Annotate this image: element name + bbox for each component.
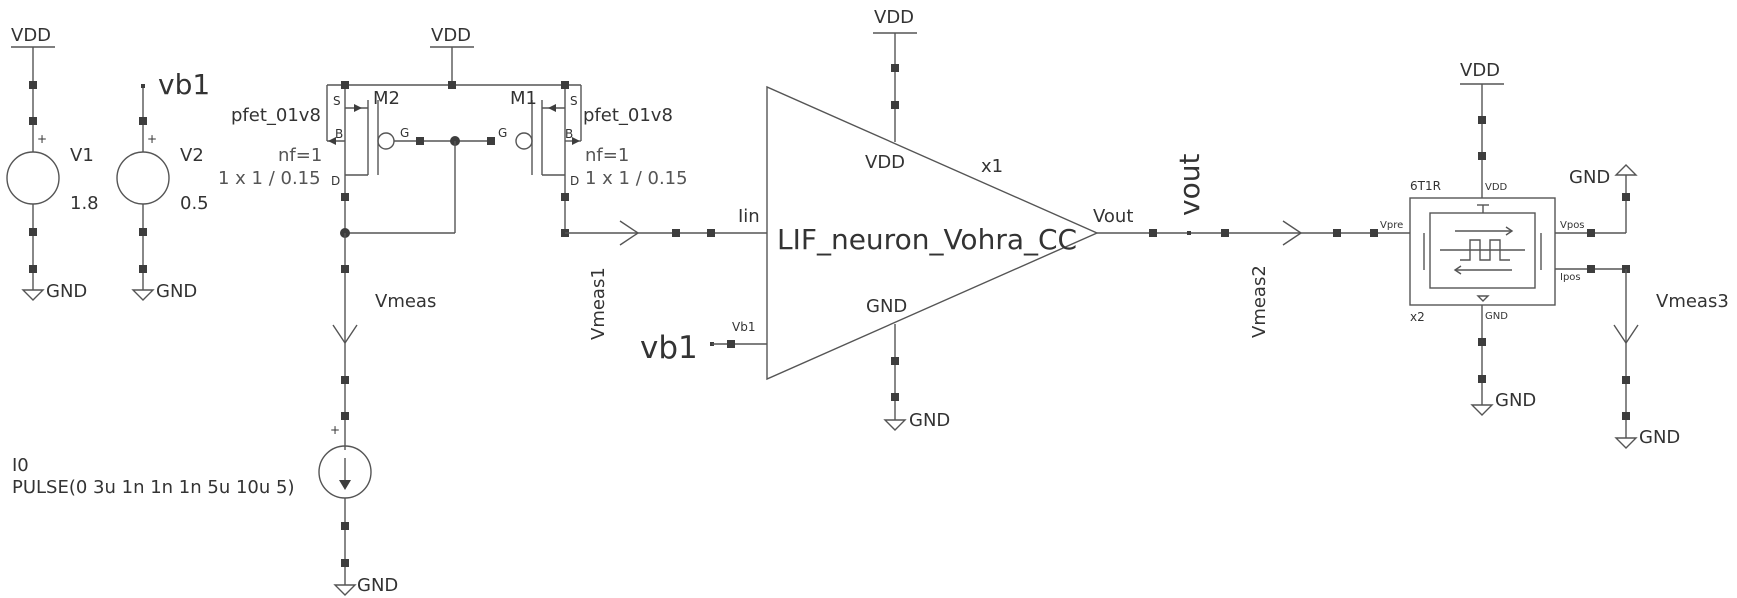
memristor-cell-icon [1423,204,1542,302]
transistor-m2[interactable]: S B G D M2 pfet_01v8 nf=1 1 x 1 / 0.15 [218,81,491,197]
current-source-i0[interactable]: + I0 PULSE(0 3u 1n 1n 1n 5u 10u 5) [12,423,372,585]
vmeas1-label: Vmeas1 [588,267,609,340]
vdd-symbol: VDD [873,7,917,34]
m1-size: 1 x 1 / 0.15 [585,168,688,189]
x1-pin-vout: Vout [1093,206,1133,227]
vmeas3-label: Vmeas3 [1656,291,1729,312]
subcircuit-x1[interactable]: LIF_neuron_Vohra_CC x1 VDD GND Iin Vb1 V… [732,33,1133,420]
x2-pin-vpos: Vpos [1560,220,1585,231]
pin-d: D [331,174,340,188]
gnd-symbol: GND [1569,164,1638,188]
gnd-label: GND [156,281,197,302]
vdd-label: VDD [874,7,914,28]
gnd-symbol: GND [333,575,398,596]
vmeas2-label: Vmeas2 [1249,265,1270,338]
transistor-m1[interactable]: S B G D M1 pfet_01v8 nf=1 1 x 1 / 0.15 [487,81,688,197]
vmeas-label: Vmeas [375,291,436,312]
x2-pin-vdd: VDD [1485,182,1508,193]
v1-value: 1.8 [70,193,99,214]
plus-sign: + [37,132,47,146]
vb1-label: vb1 [158,68,210,101]
pin-s: S [333,94,341,108]
gnd-label: GND [909,410,950,431]
m2-label: M2 [373,88,400,109]
x2-instance-name: x2 [1410,310,1425,324]
gnd-symbol: GND [131,281,197,302]
x1-pin-iin: Iin [738,206,760,227]
x1-cell-name: LIF_neuron_Vohra_CC [777,223,1077,256]
ammeter-vmeas1[interactable]: Vmeas1 [561,193,767,340]
gnd-label: GND [357,575,398,596]
net-label-vb1: vb1 [158,68,210,101]
x1-pin-vb1: Vb1 [732,320,755,334]
gnd-label: GND [1495,390,1536,411]
vdd-symbol: VDD [430,25,474,85]
ammeter-vmeas2[interactable]: Vmeas2 [1097,220,1410,338]
v2-label: V2 [180,145,204,166]
gnd-symbol: GND [883,410,950,431]
i0-label: I0 [12,455,29,476]
ammeter-vmeas3[interactable]: Vmeas3 [1613,269,1729,438]
x2-cell-name: 6T1R [1410,179,1441,193]
x1-pin-vdd: VDD [865,152,905,173]
v1-label: V1 [70,145,94,166]
pin-b: B [335,127,343,141]
pin-g: G [498,126,507,140]
net-label-vb1-input: vb1 [640,330,767,366]
subcircuit-x2[interactable]: 6T1R x2 VDD GND Vpre Vpos Ipos [1380,84,1630,405]
vdd-label: VDD [11,25,51,46]
gnd-label: GND [1639,427,1680,448]
pin-b: B [565,127,573,141]
vout-label: vout [1173,154,1206,216]
x2-pin-gnd: GND [1485,311,1508,322]
m1-model: pfet_01v8 [583,105,673,126]
m2-model: pfet_01v8 [231,105,321,126]
vdd-label: VDD [1460,60,1500,81]
voltage-source-v2[interactable]: + V2 0.5 [116,84,209,290]
gnd-label: GND [1569,167,1610,188]
vb1-label: vb1 [640,330,698,366]
gnd-symbol: GND [21,281,87,302]
top-rail [327,81,581,89]
v2-value: 0.5 [180,193,209,214]
net-label-vout: vout [1173,154,1206,216]
gnd-symbol: GND [1614,427,1680,449]
ammeter-vmeas[interactable]: Vmeas [332,233,436,450]
plus-sign: + [330,423,340,437]
voltage-source-v1[interactable]: + V1 1.8 [6,47,99,290]
i0-value: PULSE(0 3u 1n 1n 1n 5u 10u 5) [12,477,294,498]
x2-pin-ipos: Ipos [1560,272,1581,283]
pin-g: G [400,126,409,140]
vdd-symbol: VDD [11,25,55,48]
m1-label: M1 [510,88,537,109]
plus-sign: + [147,132,157,146]
vdd-label: VDD [431,25,471,46]
gnd-symbol: GND [1470,390,1536,416]
m2-size: 1 x 1 / 0.15 [218,168,321,189]
m2-nf: nf=1 [278,145,322,166]
x1-instance-name: x1 [981,156,1003,177]
pin-s: S [570,94,578,108]
x2-pin-vpre: Vpre [1380,220,1403,231]
gnd-label: GND [46,281,87,302]
mirror-gate-wiring [340,136,460,238]
x1-pin-gnd: GND [866,296,907,317]
m1-nf: nf=1 [585,145,629,166]
pin-d: D [570,174,579,188]
vdd-symbol: VDD [1460,60,1504,85]
